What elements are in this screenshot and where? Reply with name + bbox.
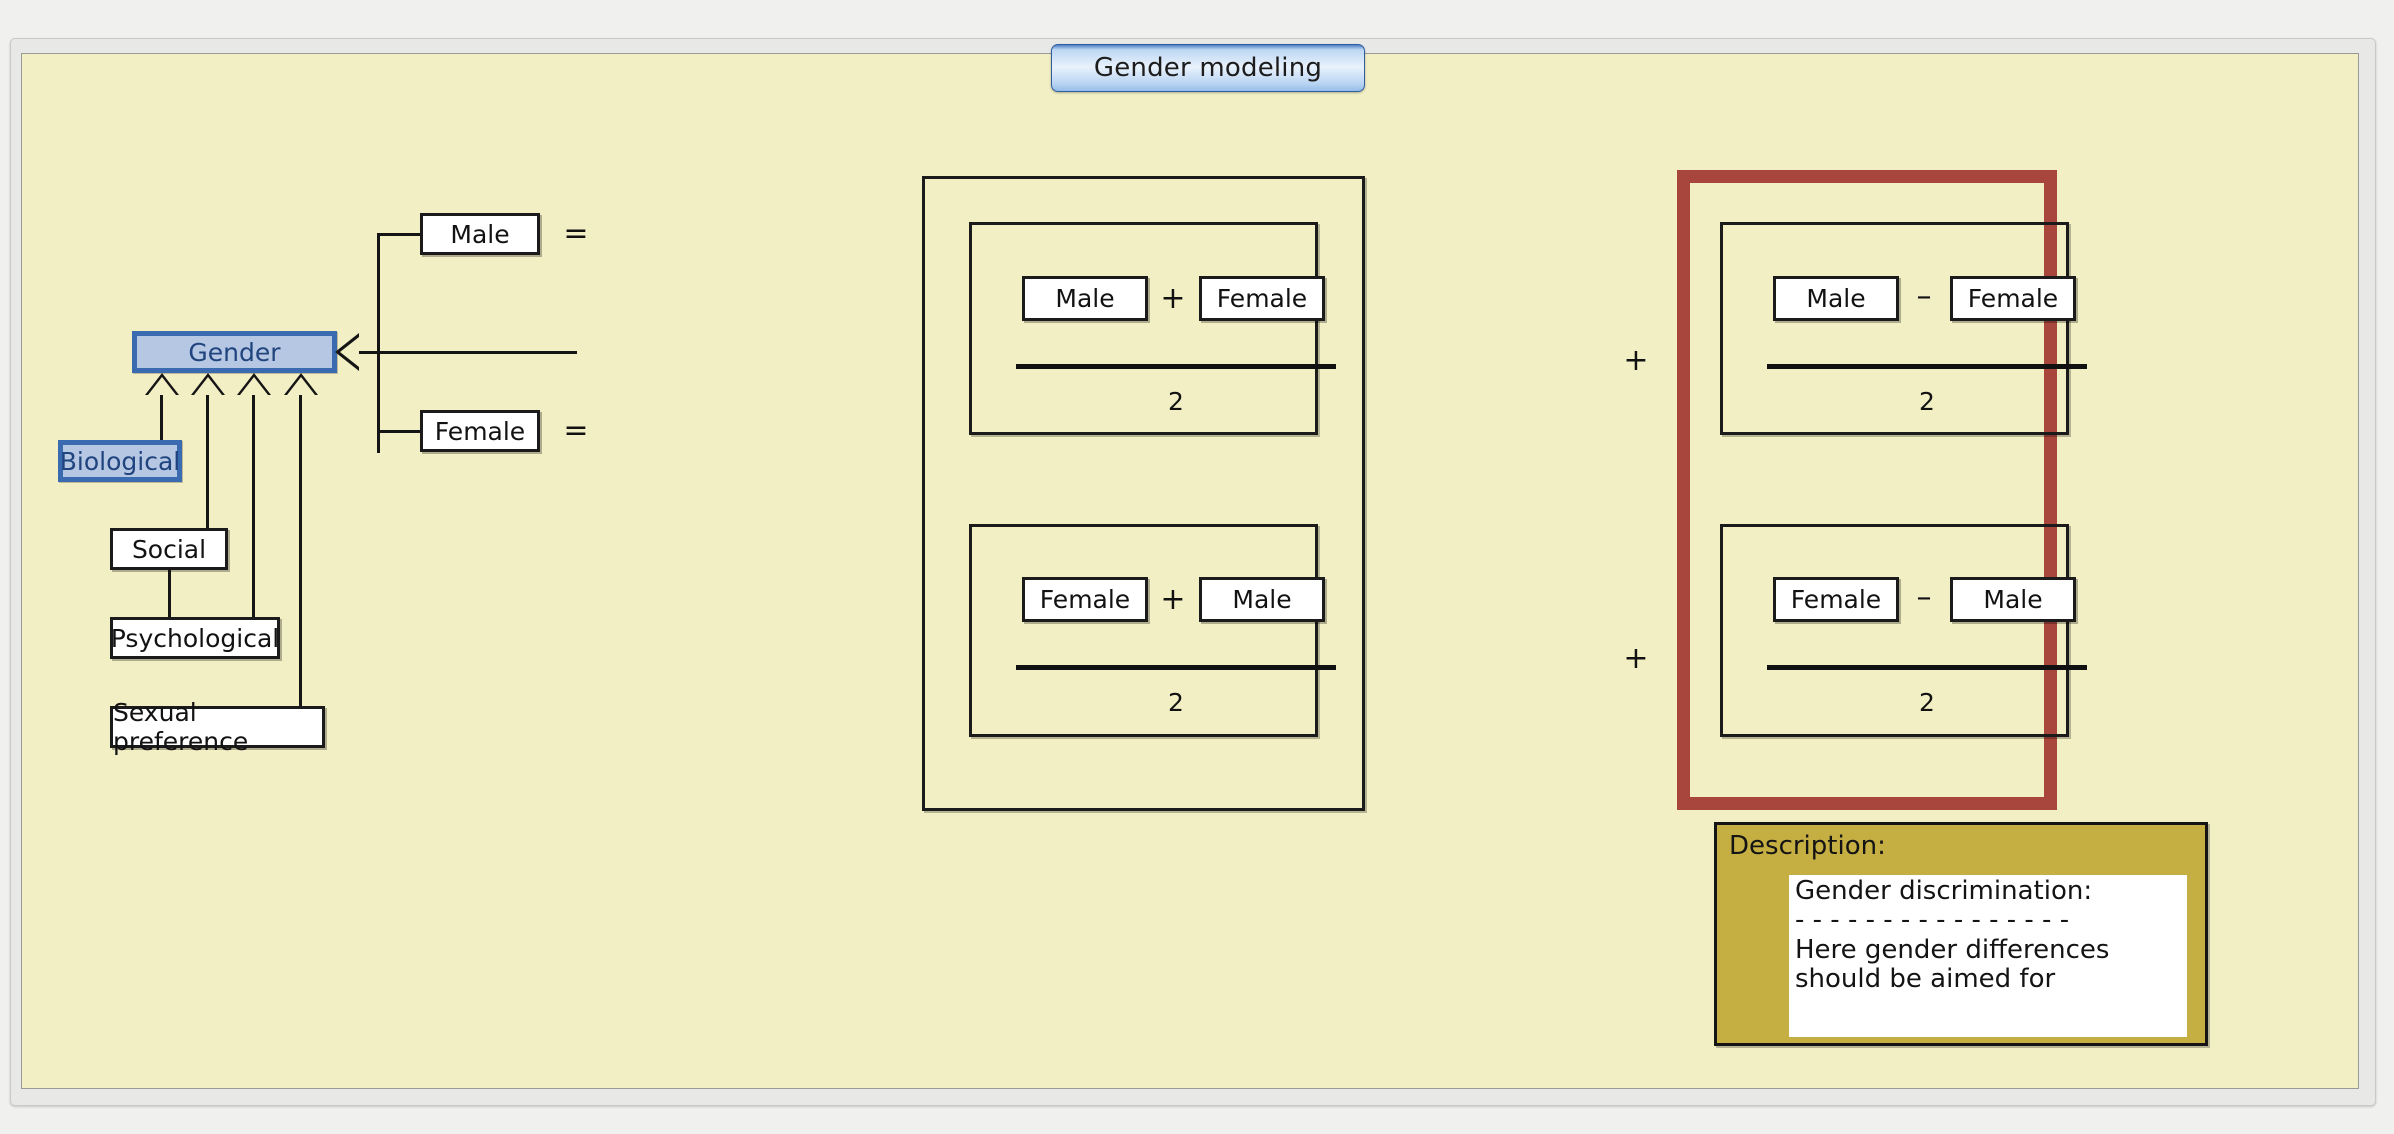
node-gender[interactable]: Gender (132, 331, 337, 373)
difference-row-2-right-label: Male (1983, 585, 2043, 614)
node-psychological-label: Psychological (110, 623, 280, 653)
node-branch-male[interactable]: Male (420, 213, 540, 255)
average-row-2-denominator: 2 (1168, 687, 1184, 717)
node-social[interactable]: Social (110, 528, 228, 570)
average-row-1-operator: + (1160, 281, 1186, 316)
difference-row-1-left-term[interactable]: Male (1773, 276, 1899, 321)
difference-row-2-operator: – (1916, 580, 1932, 615)
average-row-1-left-term[interactable]: Male (1022, 276, 1148, 321)
edge-branch-male (377, 233, 422, 236)
average-row-1-right-label: Female (1216, 284, 1308, 313)
node-sexual-preference-label: Sexual preference (113, 698, 249, 756)
node-sexual-preference[interactable]: Sexual preference (110, 698, 325, 756)
edge-gender-branches-horizontal (359, 351, 577, 354)
edge-gender-psychological (252, 395, 255, 627)
difference-row-1-denominator: 2 (1919, 386, 1935, 416)
difference-row-1-right-term[interactable]: Female (1950, 276, 2076, 321)
group-plus-sign-bottom: + (1623, 641, 1649, 676)
diagram-canvas[interactable]: Gender Biological Social Psychological S… (21, 53, 2359, 1089)
difference-row-1-right-label: Female (1967, 284, 2059, 313)
edge-social-psychological (168, 569, 171, 619)
node-psychological[interactable]: Psychological (110, 617, 280, 659)
difference-row-2-fraction-bar (1767, 665, 2087, 670)
description-note[interactable]: Description: Gender discrimination: - - … (1714, 822, 2208, 1046)
panel-title-label: Gender modeling (1093, 53, 1323, 83)
average-row-2-left-label: Female (1039, 585, 1131, 614)
difference-row-1-box[interactable] (1720, 222, 2069, 435)
group-plus-sign-top: + (1623, 343, 1649, 378)
node-social-label: Social (131, 534, 207, 564)
difference-row-1-fraction-bar (1767, 364, 2087, 369)
node-biological[interactable]: Biological (58, 440, 182, 482)
panel-title-tab[interactable]: Gender modeling (1051, 44, 1365, 92)
average-row-2-right-label: Male (1232, 585, 1292, 614)
average-row-1-fraction-bar (1016, 364, 1336, 369)
average-row-2-box[interactable] (969, 524, 1318, 737)
average-row-2-left-term[interactable]: Female (1022, 577, 1148, 622)
edge-gender-biological (160, 395, 163, 450)
node-gender-label: Gender (188, 337, 281, 367)
average-row-2-right-term[interactable]: Male (1199, 577, 1325, 622)
average-row-1-left-label: Male (1055, 284, 1115, 313)
average-row-2-operator: + (1160, 582, 1186, 617)
titled-panel: Gender modeling Gender Biological Social… (10, 38, 2376, 1106)
node-branch-female[interactable]: Female (420, 410, 540, 452)
difference-row-2-box[interactable] (1720, 524, 2069, 737)
difference-row-2-left-term[interactable]: Female (1773, 577, 1899, 622)
difference-row-1-operator: – (1916, 279, 1932, 314)
average-row-2-fraction-bar (1016, 665, 1336, 670)
difference-row-2-right-term[interactable]: Male (1950, 577, 2076, 622)
average-row-1-box[interactable] (969, 222, 1318, 435)
edge-branch-female (377, 430, 422, 433)
node-branch-female-label: Female (434, 416, 526, 446)
description-note-body: Gender discrimination: - - - - - - - - -… (1789, 875, 2187, 1037)
difference-row-2-left-label: Female (1790, 585, 1882, 614)
edge-gender-social (206, 395, 209, 538)
average-group-container[interactable] (922, 176, 1365, 811)
node-biological-label: Biological (59, 446, 181, 476)
difference-row-2-denominator: 2 (1919, 687, 1935, 717)
equals-sign-male: = (563, 216, 589, 251)
difference-group-container[interactable] (1677, 170, 2057, 810)
average-row-1-right-term[interactable]: Female (1199, 276, 1325, 321)
average-row-1-denominator: 2 (1168, 386, 1184, 416)
difference-row-1-left-label: Male (1806, 284, 1866, 313)
edge-gender-sexual-preference (299, 395, 302, 716)
description-note-title: Description: (1729, 831, 1886, 861)
equals-sign-female: = (563, 413, 589, 448)
edge-branch-vertical (377, 233, 380, 453)
node-branch-male-label: Male (450, 219, 510, 249)
